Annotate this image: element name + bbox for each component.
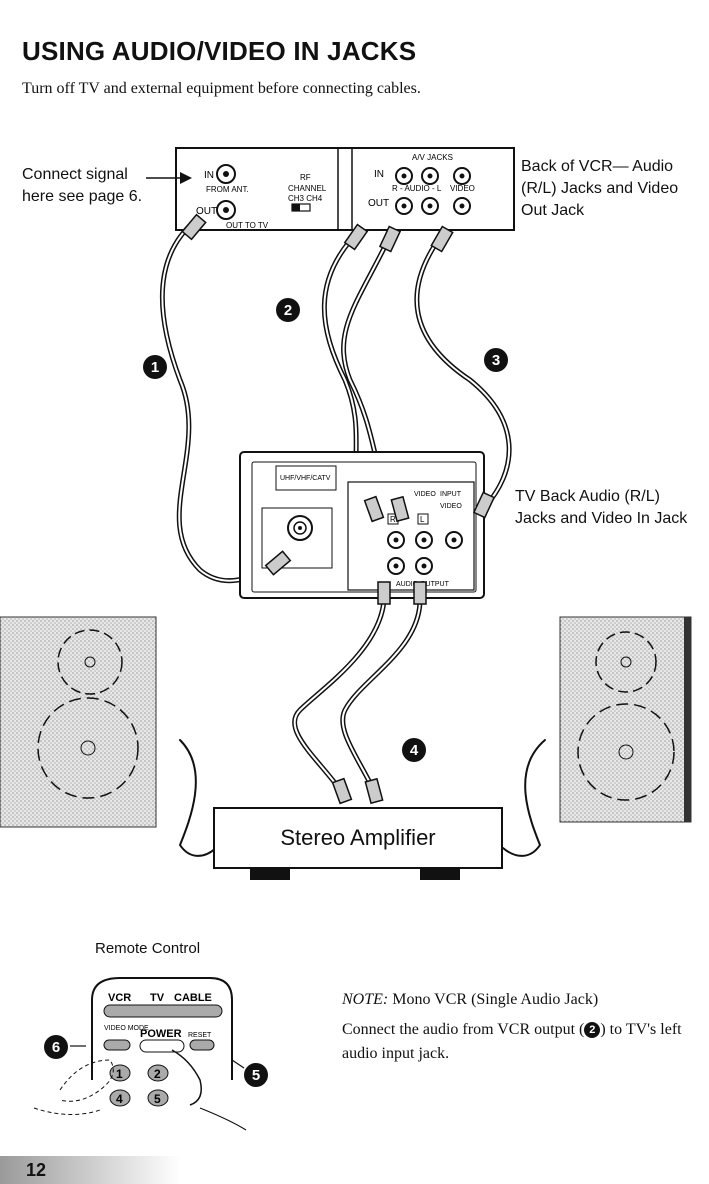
mode-buttons[interactable] <box>103 1004 223 1018</box>
tv-l-label: L <box>420 515 425 524</box>
note-heading: NOTE: Mono VCR (Single Audio Jack) <box>342 988 697 1012</box>
vcr-av-out-jacks <box>395 197 471 215</box>
tv-input-label: INPUT <box>440 491 462 498</box>
key-1[interactable]: 1 <box>116 1067 123 1081</box>
note-body-start: Connect the audio from VCR output ( <box>342 1021 585 1038</box>
step-2-badge: 2 <box>276 298 300 322</box>
remote-power-label: POWER <box>140 1028 182 1040</box>
vcr-out-label: OUT <box>196 206 217 217</box>
cable-1 <box>159 217 288 584</box>
page-number: 12 <box>26 1160 47 1180</box>
page-number-strip <box>0 1156 180 1184</box>
remote-reset-label: RESET <box>188 1032 212 1039</box>
tv-back-callout: TV Back Audio (R/L) Jacks and Video In J… <box>515 488 688 527</box>
page-subtitle: Turn off TV and external equipment befor… <box>22 80 421 97</box>
page-title: USING AUDIO/VIDEO IN JACKS <box>22 36 417 66</box>
right-speaker <box>559 616 692 823</box>
tv-video-label: VIDEO <box>414 491 436 498</box>
stereo-amplifier-label: Stereo Amplifier <box>280 825 436 850</box>
vcr-from-ant-label: FROM ANT. <box>206 185 249 194</box>
remote-keypad[interactable]: 1 2 4 5 <box>109 1064 169 1107</box>
step-6-badge: 6 <box>44 1035 68 1059</box>
cables <box>159 217 546 857</box>
vcr-channel-label: CHANNEL <box>288 184 327 193</box>
reset-button[interactable] <box>189 1039 215 1051</box>
av-in-label: IN <box>374 169 384 180</box>
vcr-ch-label: CH3 CH4 <box>288 194 323 203</box>
speaker-wires <box>178 739 546 857</box>
vcr-av-in-jacks <box>395 167 471 185</box>
step-4-badge: 4 <box>402 738 426 762</box>
tv-video2-label: VIDEO <box>440 503 462 510</box>
note-ref-badge: 2 <box>584 1022 601 1039</box>
vcr-panel: IN FROM ANT. OUT OUT TO TV RF CHANNEL CH… <box>146 147 515 231</box>
remote-control-drawing: VCR TV CABLE VIDEO MODE POWER RESET 1 2 … <box>33 977 247 1131</box>
step-5-badge: 5 <box>244 1063 268 1087</box>
tv-r-label: R <box>390 515 396 524</box>
remote-tv-label: TV <box>150 992 165 1004</box>
left-speaker <box>0 616 157 828</box>
remote-video-mode-label: VIDEO MODE <box>104 1025 149 1032</box>
tv-panel: UHF/VHF/CATV VIDEO INPUT VIDEO R L AUDIO… <box>239 451 496 605</box>
vcr-back-callout: Back of VCR— Audio (R/L) Jacks and Video… <box>521 158 679 219</box>
av-jacks-label: A/V JACKS <box>412 153 453 162</box>
note-heading-label: NOTE: <box>342 991 389 1008</box>
cable-4 <box>292 597 423 798</box>
vcr-rf-label: RF <box>300 173 311 182</box>
av-out-label: OUT <box>368 198 389 209</box>
key-2[interactable]: 2 <box>154 1067 161 1081</box>
mono-vcr-note: NOTE: Mono VCR (Single Audio Jack) Conne… <box>342 988 697 1072</box>
remote-control-label: Remote Control <box>95 940 201 957</box>
note-body-end: ) to TV's left audio input jack. <box>342 1021 682 1062</box>
connect-signal-callout: Connect signal here see page 6. <box>22 166 143 205</box>
tv-input-jacks <box>387 531 463 549</box>
vcr-out-to-tv-label: OUT TO TV <box>226 221 269 230</box>
vcr-in-label: IN <box>204 170 214 181</box>
cable-3 <box>414 229 512 513</box>
video-mode-button[interactable] <box>103 1039 131 1051</box>
step-1-badge: 1 <box>143 355 167 379</box>
key-4[interactable]: 4 <box>116 1092 123 1106</box>
remote-vcr-label: VCR <box>108 992 131 1004</box>
note-body: Connect the audio from VCR output (2) to… <box>342 1018 697 1066</box>
rf-in-jack <box>216 164 236 184</box>
av-video-label: VIDEO <box>450 184 475 193</box>
rf-out-jack <box>216 200 236 220</box>
remote-cable-label: CABLE <box>174 992 212 1004</box>
vcr-plugs <box>181 213 454 253</box>
step-3-badge: 3 <box>484 348 508 372</box>
power-button[interactable] <box>139 1039 185 1053</box>
key-5[interactable]: 5 <box>154 1092 161 1106</box>
note-heading-text: Mono VCR (Single Audio Jack) <box>392 991 599 1008</box>
tv-antenna-jack <box>287 515 313 541</box>
right-hand-outline <box>171 1049 202 1106</box>
stereo-amplifier <box>213 777 503 880</box>
tv-uhf-label: UHF/VHF/CATV <box>280 475 331 482</box>
tv-output-jacks <box>387 557 433 575</box>
av-r-audio-l-label: R - AUDIO - L <box>392 184 442 193</box>
